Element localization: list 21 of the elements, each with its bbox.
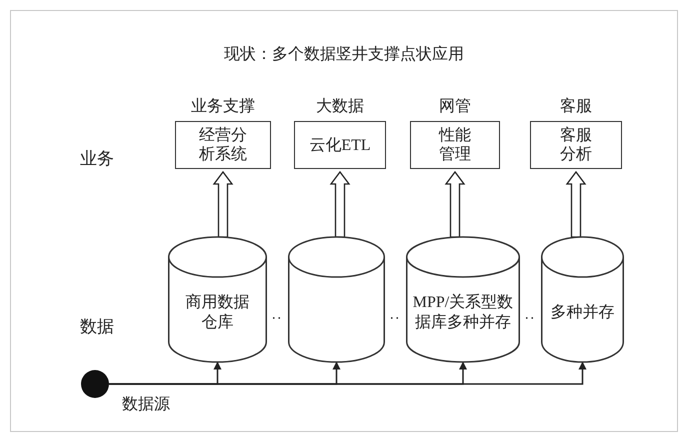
row-label: 数据 xyxy=(80,316,114,338)
row-label: 业务 xyxy=(80,148,114,170)
cylinder-text: MPP/关系型数据库多种并存 xyxy=(412,292,514,332)
cylinder-text: 商用数据仓库 xyxy=(184,292,250,332)
box-heading: 客服 xyxy=(560,96,592,117)
box-text: 客服分析 xyxy=(559,126,593,164)
box-text: 云化ETL xyxy=(308,136,372,154)
box-heading: 网管 xyxy=(439,97,471,117)
box-text: 性能管理 xyxy=(438,126,472,164)
cylinder-text: 多种并存 xyxy=(550,302,614,322)
data-source-dot xyxy=(81,370,109,398)
arrow xyxy=(109,362,586,385)
diagram-title: 现状：多个数据竖井支撑点状应用 xyxy=(223,44,465,65)
hollow-arrow xyxy=(566,170,586,238)
box-text: 经营分析系统 xyxy=(198,126,248,164)
hollow-arrow xyxy=(444,170,466,238)
hollow-arrow xyxy=(330,170,350,238)
box-heading: 业务支撑 xyxy=(191,96,255,117)
hollow-arrow xyxy=(212,170,234,238)
box-heading: 大数据 xyxy=(316,96,364,117)
node-caption: 数据源 xyxy=(122,395,170,415)
